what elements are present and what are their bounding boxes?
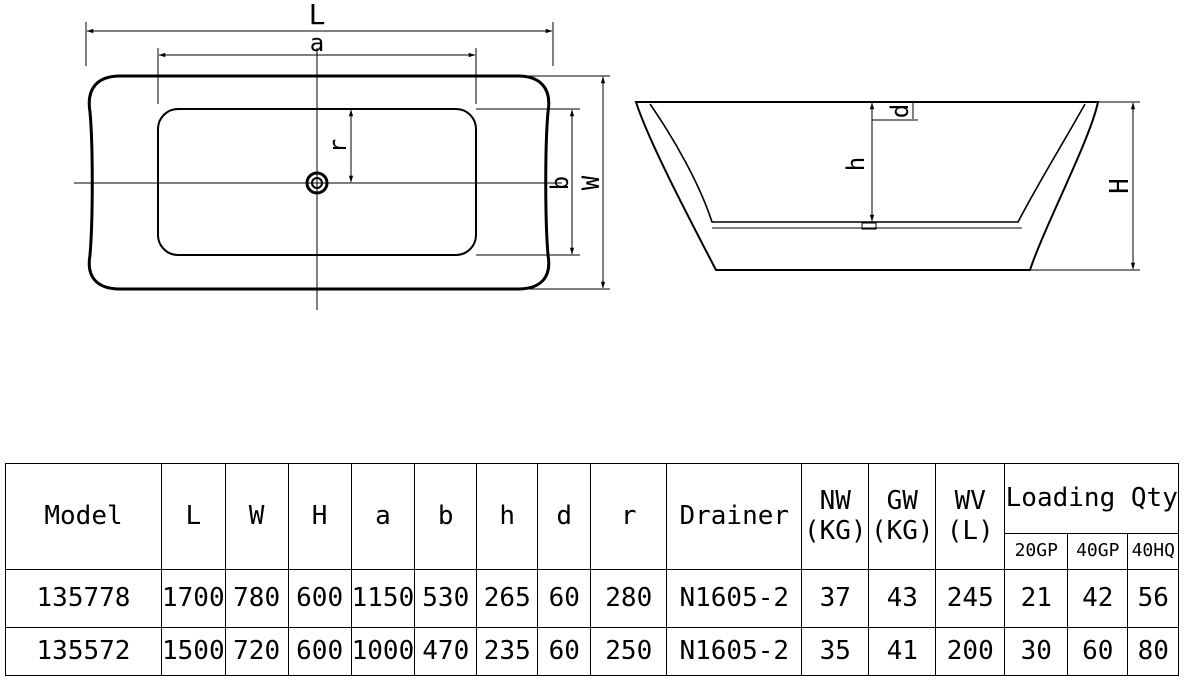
cell-wv: 245 [935,569,1006,628]
cell-gw: 41 [868,627,937,676]
cell-d: 60 [537,627,592,676]
label-r: r [324,139,352,153]
header-model: Model [5,463,162,570]
cell-d: 60 [537,569,592,628]
cell-model: 135778 [5,569,162,628]
cell-a: 1150 [350,569,416,628]
header-nw: NW (KG) [801,463,870,570]
header-wv-label: WV [954,485,986,516]
label-W: W [577,175,605,190]
header-gw-label: GW [886,485,918,516]
header-wv: WV (L) [935,463,1006,570]
cell-40hq: 80 [1127,627,1180,676]
label-L: L [309,0,326,31]
header-loading-qty: Loading Qty [1004,463,1180,534]
side-view-outer-profile [634,101,1100,271]
cell-40hq: 56 [1127,569,1180,628]
header-d: d [537,463,592,570]
cell-nw: 35 [801,627,870,676]
top-view [74,22,610,310]
cell-b: 530 [414,569,478,628]
cell-H: 600 [287,627,352,676]
label-H: H [1105,178,1135,194]
cell-h: 265 [476,569,539,628]
header-b: b [414,463,478,570]
cell-L: 1500 [161,627,226,676]
header-nw-unit: (KG) [803,515,867,546]
cell-drainer: N1605-2 [666,569,803,628]
top-view-labels: L a r b W [309,0,605,190]
header-40hq: 40HQ [1127,533,1180,570]
header-r: r [590,463,668,570]
label-d: d [886,104,914,118]
header-H: H [287,463,352,570]
side-view [634,101,1140,271]
bathtub-technical-drawing: L a r b W d h H [74,0,1140,310]
drain-inner-ring [311,177,323,189]
table-header-row: Model L W H a b h d r Drainer NW (KG) GW… [5,463,1180,570]
table-row: 135778 1700 780 600 1150 530 265 60 280 … [5,569,1180,628]
side-view-drain [861,222,877,230]
cell-b: 470 [414,627,478,676]
cell-h: 235 [476,627,539,676]
header-gw: GW (KG) [868,463,937,570]
cell-20gp: 30 [1004,627,1069,676]
table-row: 135572 1500 720 600 1000 470 235 60 250 … [5,627,1180,676]
cell-gw: 43 [868,569,937,628]
header-W: W [224,463,289,570]
cell-nw: 37 [801,569,870,628]
cell-r: 250 [590,627,668,676]
cell-H: 600 [287,569,352,628]
table-subheader-row: 20GP 40GP 40HQ [6,533,1180,570]
cell-20gp: 21 [1004,569,1069,628]
header-wv-unit: (L) [946,515,994,546]
cell-a: 1000 [350,627,416,676]
cell-W: 720 [224,627,289,676]
cell-L: 1700 [161,569,226,628]
header-h: h [476,463,539,570]
label-b: b [546,176,574,190]
header-L: L [161,463,226,570]
label-a: a [310,29,324,57]
label-h: h [842,157,870,171]
side-view-inner-profile [649,103,1086,223]
cell-r: 280 [590,569,668,628]
cell-W: 780 [224,569,289,628]
header-gw-unit: (KG) [870,515,934,546]
header-nw-label: NW [819,485,851,516]
header-40gp: 40GP [1067,533,1129,570]
header-20gp: 20GP [1004,533,1069,570]
header-drainer: Drainer [666,463,803,570]
side-view-labels: d h H [842,104,1135,194]
cell-40gp: 42 [1067,569,1129,628]
header-a: a [350,463,416,570]
cell-wv: 200 [935,627,1006,676]
drain-outer-ring [305,171,329,195]
cell-model: 135572 [5,627,162,676]
cell-40gp: 60 [1067,627,1129,676]
cell-drainer: N1605-2 [666,627,803,676]
specification-table: Model L W H a b h d r Drainer NW (KG) GW… [5,463,1180,676]
